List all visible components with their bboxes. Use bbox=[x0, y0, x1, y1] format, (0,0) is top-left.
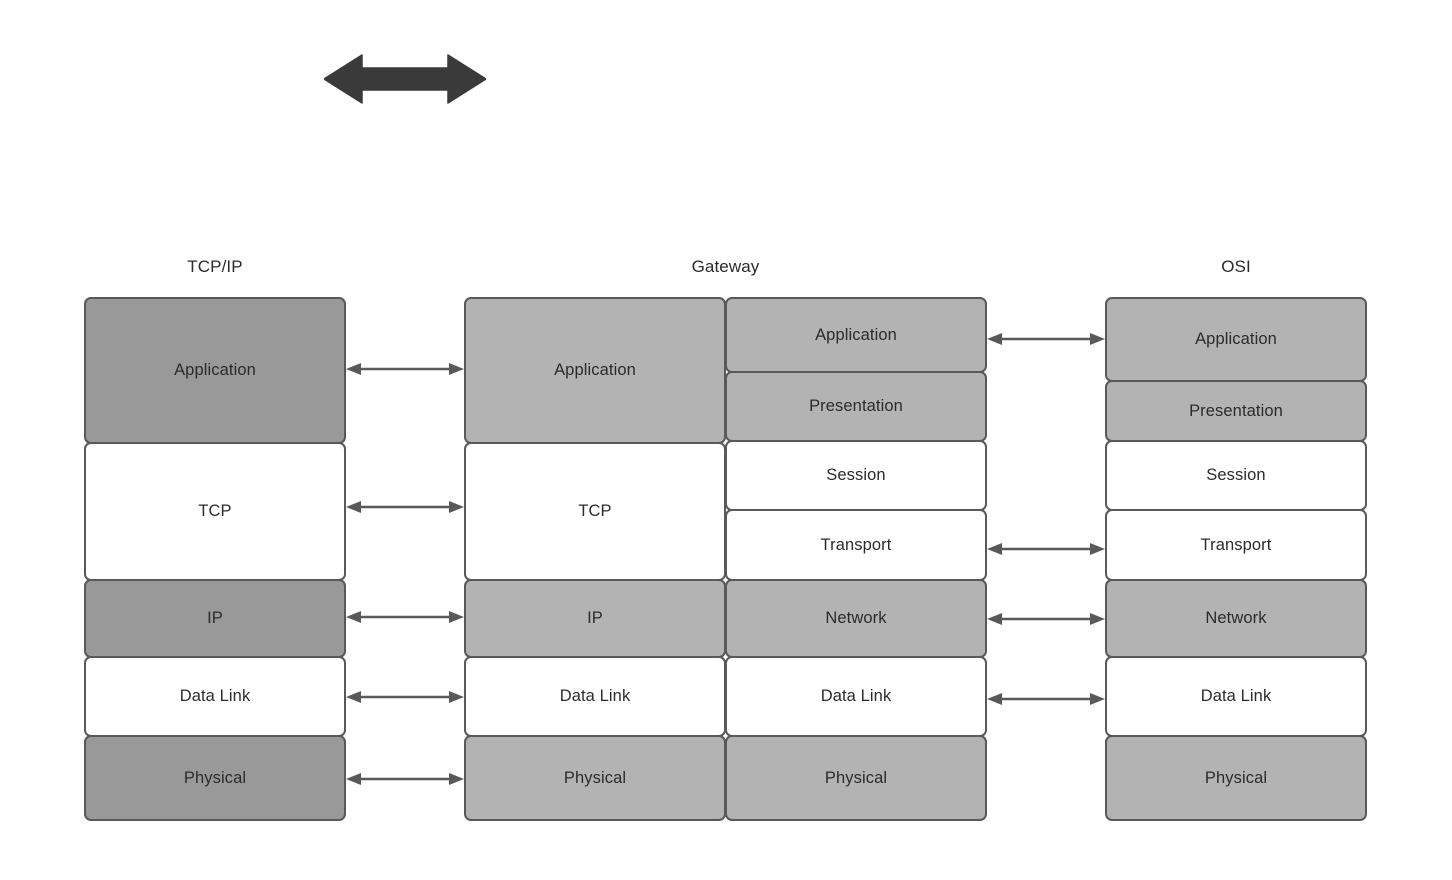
layer-tcpip-ip[interactable]: IP bbox=[84, 579, 346, 658]
layer-osi-session[interactable]: Session bbox=[1105, 440, 1367, 511]
connector-gateway-osi-network bbox=[987, 613, 1105, 625]
layer-gateway-right-presentation[interactable]: Presentation bbox=[725, 371, 987, 442]
connector-gateway-osi-transport bbox=[987, 543, 1105, 555]
layer-gateway-right-network[interactable]: Network bbox=[725, 579, 987, 658]
connector-gateway-osi-application bbox=[987, 333, 1105, 345]
connector-tcpip-gateway-ip bbox=[346, 611, 464, 623]
layer-tcpip-physical[interactable]: Physical bbox=[84, 735, 346, 821]
layer-osi-network[interactable]: Network bbox=[1105, 579, 1367, 658]
column-header-osi: OSI bbox=[1221, 257, 1251, 276]
column-header-tcpip: TCP/IP bbox=[187, 257, 243, 276]
stack-gateway-left: Application TCP IP Data Link Physical bbox=[464, 297, 726, 821]
connector-tcpip-gateway-application bbox=[346, 363, 464, 375]
layer-tcpip-data-link[interactable]: Data Link bbox=[84, 656, 346, 737]
layer-tcpip-tcp[interactable]: TCP bbox=[84, 442, 346, 581]
layer-gateway-left-application[interactable]: Application bbox=[464, 297, 726, 444]
stack-gateway-right: Application Presentation Session Transpo… bbox=[725, 297, 987, 821]
connector-tcpip-gateway-physical bbox=[346, 773, 464, 785]
layer-osi-application[interactable]: Application bbox=[1105, 297, 1367, 382]
stack-gateway: Application TCP IP Data Link Physical Ap… bbox=[464, 297, 987, 821]
double-headed-arrow-icon bbox=[324, 54, 486, 104]
connector-tcpip-gateway-tcp bbox=[346, 501, 464, 513]
layer-gateway-right-transport[interactable]: Transport bbox=[725, 509, 987, 581]
connector-tcpip-gateway-data-link bbox=[346, 691, 464, 703]
layer-osi-data-link[interactable]: Data Link bbox=[1105, 656, 1367, 737]
layer-gateway-left-physical[interactable]: Physical bbox=[464, 735, 726, 821]
layer-osi-transport[interactable]: Transport bbox=[1105, 509, 1367, 581]
layer-gateway-right-application[interactable]: Application bbox=[725, 297, 987, 373]
layer-osi-physical[interactable]: Physical bbox=[1105, 735, 1367, 821]
layer-gateway-right-session[interactable]: Session bbox=[725, 440, 987, 511]
layer-gateway-right-physical[interactable]: Physical bbox=[725, 735, 987, 821]
layer-gateway-left-tcp[interactable]: TCP bbox=[464, 442, 726, 581]
stack-tcpip: Application TCP IP Data Link Physical bbox=[84, 297, 346, 821]
layer-gateway-left-data-link[interactable]: Data Link bbox=[464, 656, 726, 737]
stack-osi: Application Presentation Session Transpo… bbox=[1105, 297, 1367, 821]
layer-gateway-left-ip[interactable]: IP bbox=[464, 579, 726, 658]
layer-gateway-right-data-link[interactable]: Data Link bbox=[725, 656, 987, 737]
connector-gateway-osi-data-link bbox=[987, 693, 1105, 705]
layer-osi-presentation[interactable]: Presentation bbox=[1105, 380, 1367, 442]
column-header-gateway: Gateway bbox=[691, 257, 760, 276]
layer-tcpip-application[interactable]: Application bbox=[84, 297, 346, 444]
